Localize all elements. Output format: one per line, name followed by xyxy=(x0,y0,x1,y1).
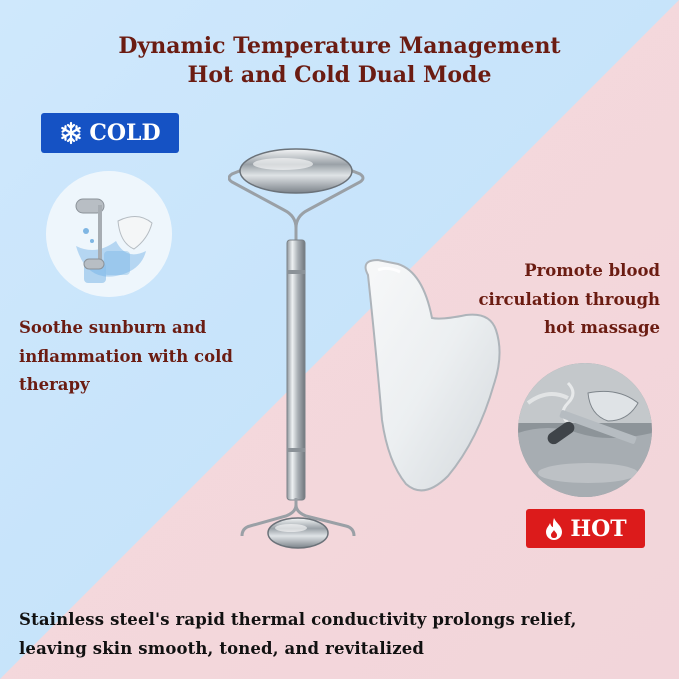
cold-caption: Soothe sunburn and inflammation with col… xyxy=(19,314,279,400)
cold-caption-line: therapy xyxy=(19,375,90,394)
cold-caption-line: inflammation with cold xyxy=(19,346,233,366)
hot-caption-line: Promote blood xyxy=(524,261,660,280)
roller-handle xyxy=(286,239,306,501)
roller-top-stone xyxy=(239,148,353,194)
hot-caption: Promote blood circulation through hot ma… xyxy=(440,257,661,343)
cold-badge: COLD xyxy=(41,113,179,153)
hot-badge-label: HOT xyxy=(570,515,627,542)
footer-line: leaving skin smooth, toned, and revitali… xyxy=(19,638,425,658)
footer-line: Stainless steel's rapid thermal conducti… xyxy=(19,610,577,629)
cold-therapy-photo xyxy=(46,171,172,297)
flame-icon xyxy=(544,517,564,541)
headline-line-1: Dynamic Temperature Management xyxy=(118,33,561,59)
snowflake-icon xyxy=(59,121,83,145)
hot-caption-line: hot massage xyxy=(544,318,660,337)
footer-description: Stainless steel's rapid thermal conducti… xyxy=(19,606,664,663)
headline-line-2: Hot and Cold Dual Mode xyxy=(187,62,492,88)
cold-badge-label: COLD xyxy=(89,120,161,146)
gua-sha-board xyxy=(364,258,501,492)
hot-badge: HOT xyxy=(526,509,645,548)
cold-caption-line: Soothe sunburn and xyxy=(19,318,207,337)
roller-bottom-stone xyxy=(267,517,329,549)
hot-caption-line: circulation through xyxy=(478,289,661,309)
product-illustration xyxy=(228,148,501,549)
hot-therapy-photo xyxy=(518,363,652,497)
